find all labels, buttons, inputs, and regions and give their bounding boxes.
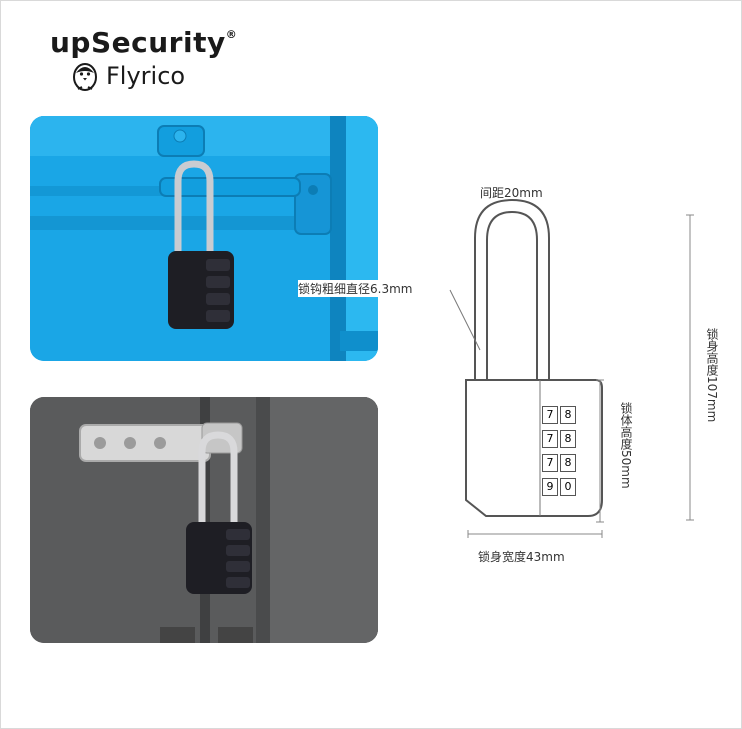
dial-digit: 7 xyxy=(542,454,558,472)
registered-mark: ® xyxy=(225,28,238,41)
dial-digit: 7 xyxy=(542,406,558,424)
brand-logo: upSecurity® Flyrico xyxy=(50,26,237,91)
blue-container-photo xyxy=(30,116,378,361)
body-height-label: 锁体高度50mm xyxy=(619,402,633,489)
dial-row: 7 8 xyxy=(542,406,576,424)
dial-digit: 8 xyxy=(560,430,576,448)
body-width-label: 锁身宽度43mm xyxy=(478,550,565,564)
brand-name: upSecurity xyxy=(50,26,226,59)
gray-container-photo xyxy=(30,397,378,643)
dial-digit: 7 xyxy=(542,430,558,448)
dial-digit: 8 xyxy=(560,406,576,424)
brand-sub-name: Flyrico xyxy=(106,62,186,90)
shackle-diameter-label: 锁钩粗细直径6.3mm xyxy=(298,280,413,297)
total-height-label: 锁身高度107mm xyxy=(705,328,719,423)
dial-digit: 9 xyxy=(542,478,558,496)
dial-row: 7 8 xyxy=(542,430,576,448)
dial-digit: 8 xyxy=(560,454,576,472)
shackle-spacing-label: 间距20mm xyxy=(480,186,543,200)
dimension-diagram: 7 8 7 8 7 8 9 0 间距20mm 锁钩粗细直径6.3mm 锁身高度1… xyxy=(290,170,740,570)
penguin-icon xyxy=(73,63,97,91)
dial-row: 9 0 xyxy=(542,478,576,496)
dial-digit: 0 xyxy=(560,478,576,496)
dial-row: 7 8 xyxy=(542,454,576,472)
